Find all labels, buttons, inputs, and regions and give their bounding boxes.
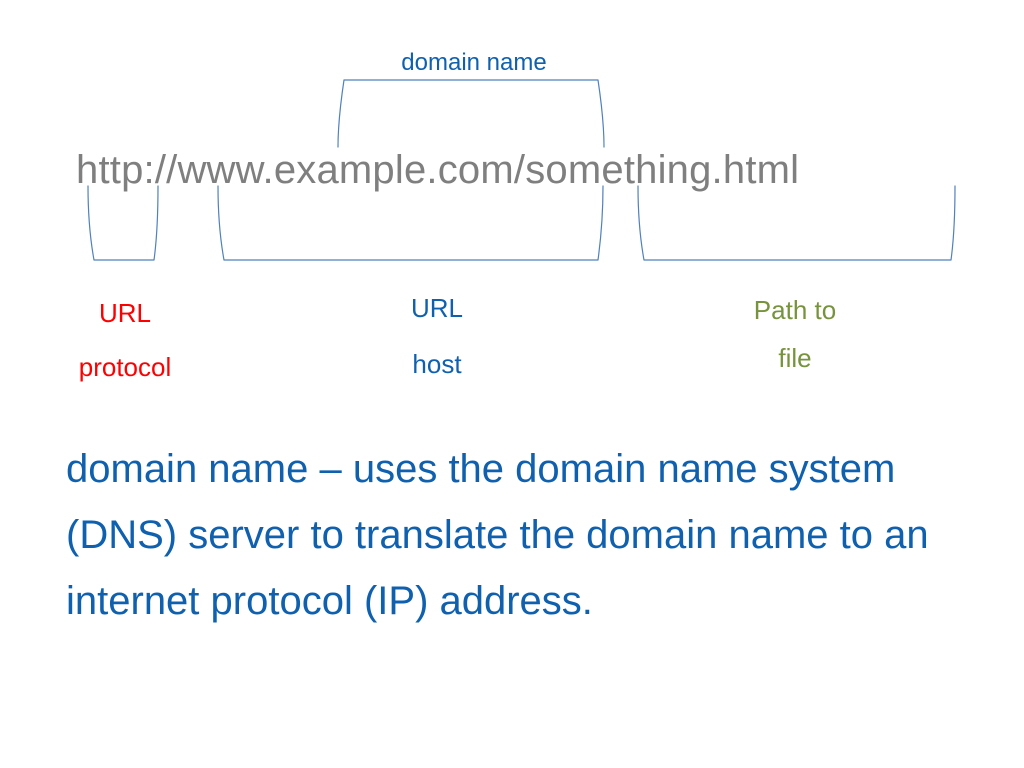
path-to-file-label-line-1: Path to: [753, 295, 837, 325]
domain-name-label: domain name: [401, 49, 547, 76]
domain-name-explanation: domain name – uses the domain name syste…: [66, 447, 929, 623]
domain-name-bracket: [337, 79, 605, 148]
path-to-file-label-line-2: file: [778, 343, 812, 373]
example-url: http://www.example.com/something.html: [76, 148, 800, 192]
url-protocol-label-line-1: URL: [98, 298, 151, 328]
protocol-bracket: [87, 185, 159, 261]
url-host-label-line-1: URL: [410, 293, 463, 323]
url-protocol-label: URL protocol: [50, 286, 200, 394]
host-bracket: [217, 185, 604, 261]
url-host-label-line-2: host: [412, 349, 462, 379]
url-protocol-label-line-2: protocol: [78, 352, 172, 382]
url-host-label: URL host: [372, 280, 502, 392]
path-to-file-label: Path to file: [720, 286, 870, 382]
path-bracket: [637, 185, 956, 261]
